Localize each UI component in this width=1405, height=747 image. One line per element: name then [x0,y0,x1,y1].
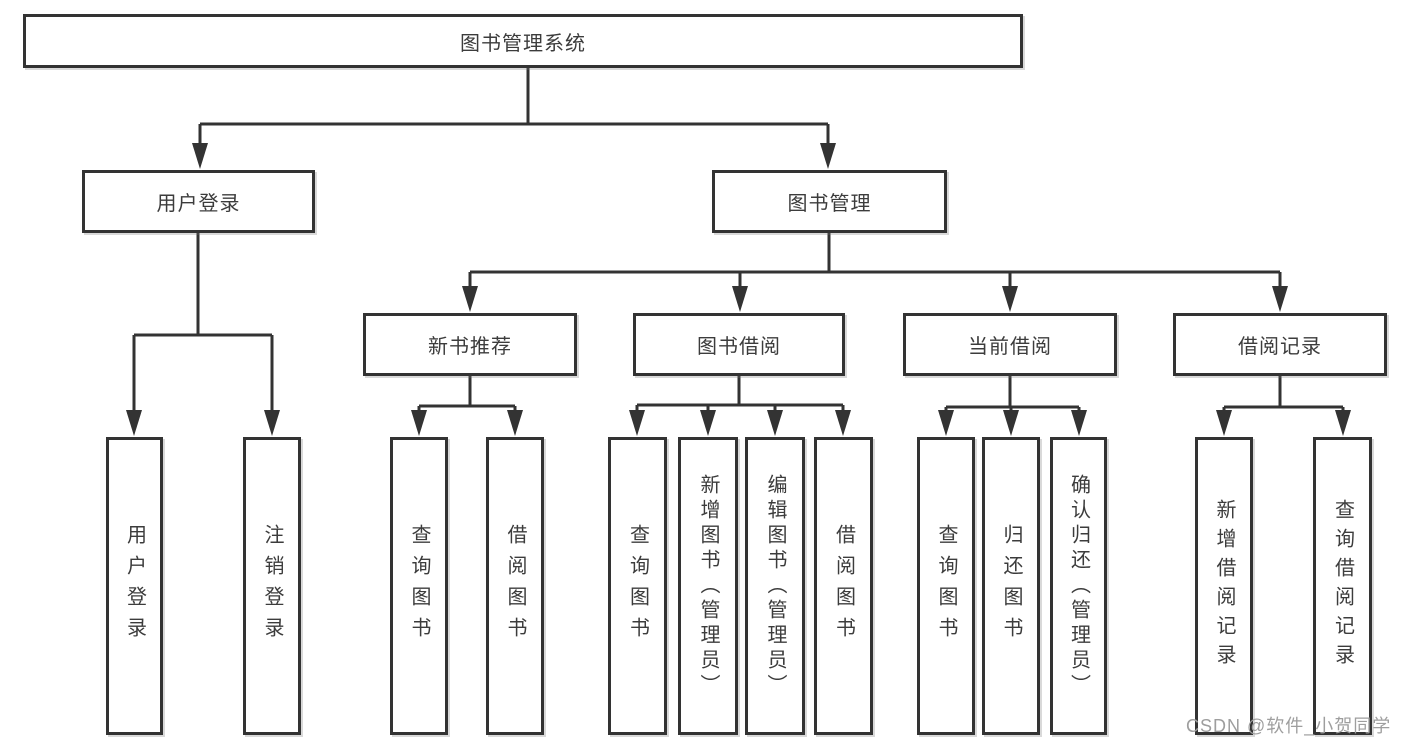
leaf-borrow-books-label: 借阅图书 [832,524,855,648]
node-current-borrow: 当前借阅 [903,313,1117,376]
leaf-user-login-label: 用户登录 [123,524,146,648]
arrowhead-icon [462,286,478,312]
connector-path-book-mgmt [468,233,1282,290]
leaf-confirm-return-admin-label: 确认归还（管理员） [1067,473,1090,699]
arrowhead-icon [835,410,851,436]
connector-path-root [198,68,830,148]
arrowhead-icon [507,410,523,436]
arrowhead-icon [767,410,783,436]
node-borrow-records-label: 借阅记录 [1238,336,1322,358]
leaf-add-book-admin: 新增图书（管理员） [678,437,738,735]
leaf-logout-login: 注销登录 [243,437,301,735]
node-book-management-label: 图书管理 [787,193,872,215]
node-new-book-recommend: 新书推荐 [363,313,577,376]
arrowhead-icon [732,286,748,312]
arrowhead-icon [629,410,645,436]
connector-lines [132,68,1345,414]
leaf-query-books-borrow-label: 查询图书 [626,524,649,648]
connector-path-user-login [132,233,274,414]
leaf-add-borrow-record-label: 新增借阅记录 [1213,499,1235,673]
arrowhead-icon [938,410,954,436]
connector-path-new-rec [417,376,517,414]
leaf-borrow-books-recommend-label: 借阅图书 [504,524,526,648]
leaf-query-books-current-label: 查询图书 [935,524,957,648]
arrowhead-icon [1071,410,1087,436]
leaf-query-books-recommend: 查询图书 [390,437,448,735]
leaf-borrow-books: 借阅图书 [814,437,873,735]
leaf-confirm-return-admin: 确认归还（管理员） [1050,437,1107,735]
leaf-edit-book-admin-label: 编辑图书（管理员） [764,473,786,699]
arrowhead-icon [126,410,142,436]
connector-path-borrow-rec [1222,376,1345,414]
arrowhead-icon [264,410,280,436]
arrowhead-icon [700,410,716,436]
arrowhead-icon [411,410,427,436]
node-book-management: 图书管理 [712,170,947,233]
arrowhead-icon [1335,410,1351,436]
arrowhead-icon [1272,286,1288,312]
leaf-add-book-admin-label: 新增图书（管理员） [697,473,719,699]
connector-path-book-borrow [635,376,845,414]
leaf-query-books-current: 查询图书 [917,437,975,735]
arrowhead-icons [126,143,1351,436]
node-new-book-recommend-label: 新书推荐 [428,336,512,358]
node-library-system: 图书管理系统 [23,14,1023,68]
watermark-text: CSDN @软件_小贺同学 [1186,716,1392,736]
leaf-query-borrow-record-label: 查询借阅记录 [1331,499,1354,673]
node-book-borrow-label: 图书借阅 [697,336,781,358]
leaf-edit-book-admin: 编辑图书（管理员） [745,437,805,735]
leaf-query-borrow-record: 查询借阅记录 [1313,437,1372,735]
leaf-borrow-books-recommend: 借阅图书 [486,437,544,735]
leaf-return-book: 归还图书 [982,437,1040,735]
leaf-return-book-label: 归还图书 [1000,524,1022,648]
arrowhead-icon [1002,286,1018,312]
arrowhead-icon [1003,410,1019,436]
arrowhead-icon [820,143,836,169]
arrowhead-icon [1216,410,1232,436]
node-borrow-records: 借阅记录 [1173,313,1387,376]
leaf-logout-login-label: 注销登录 [261,524,283,648]
arrowhead-icon [192,143,208,169]
leaf-user-login: 用户登录 [106,437,163,735]
leaf-query-books-recommend-label: 查询图书 [408,524,430,648]
leaf-query-books-borrow: 查询图书 [608,437,667,735]
node-library-system-label: 图书管理系统 [460,32,586,55]
node-user-login-label: 用户登录 [156,193,241,215]
node-user-login: 用户登录 [82,170,315,233]
node-current-borrow-label: 当前借阅 [968,336,1052,358]
connector-path-curr-borrow [944,376,1081,414]
leaf-add-borrow-record: 新增借阅记录 [1195,437,1253,735]
node-book-borrow: 图书借阅 [633,313,845,376]
